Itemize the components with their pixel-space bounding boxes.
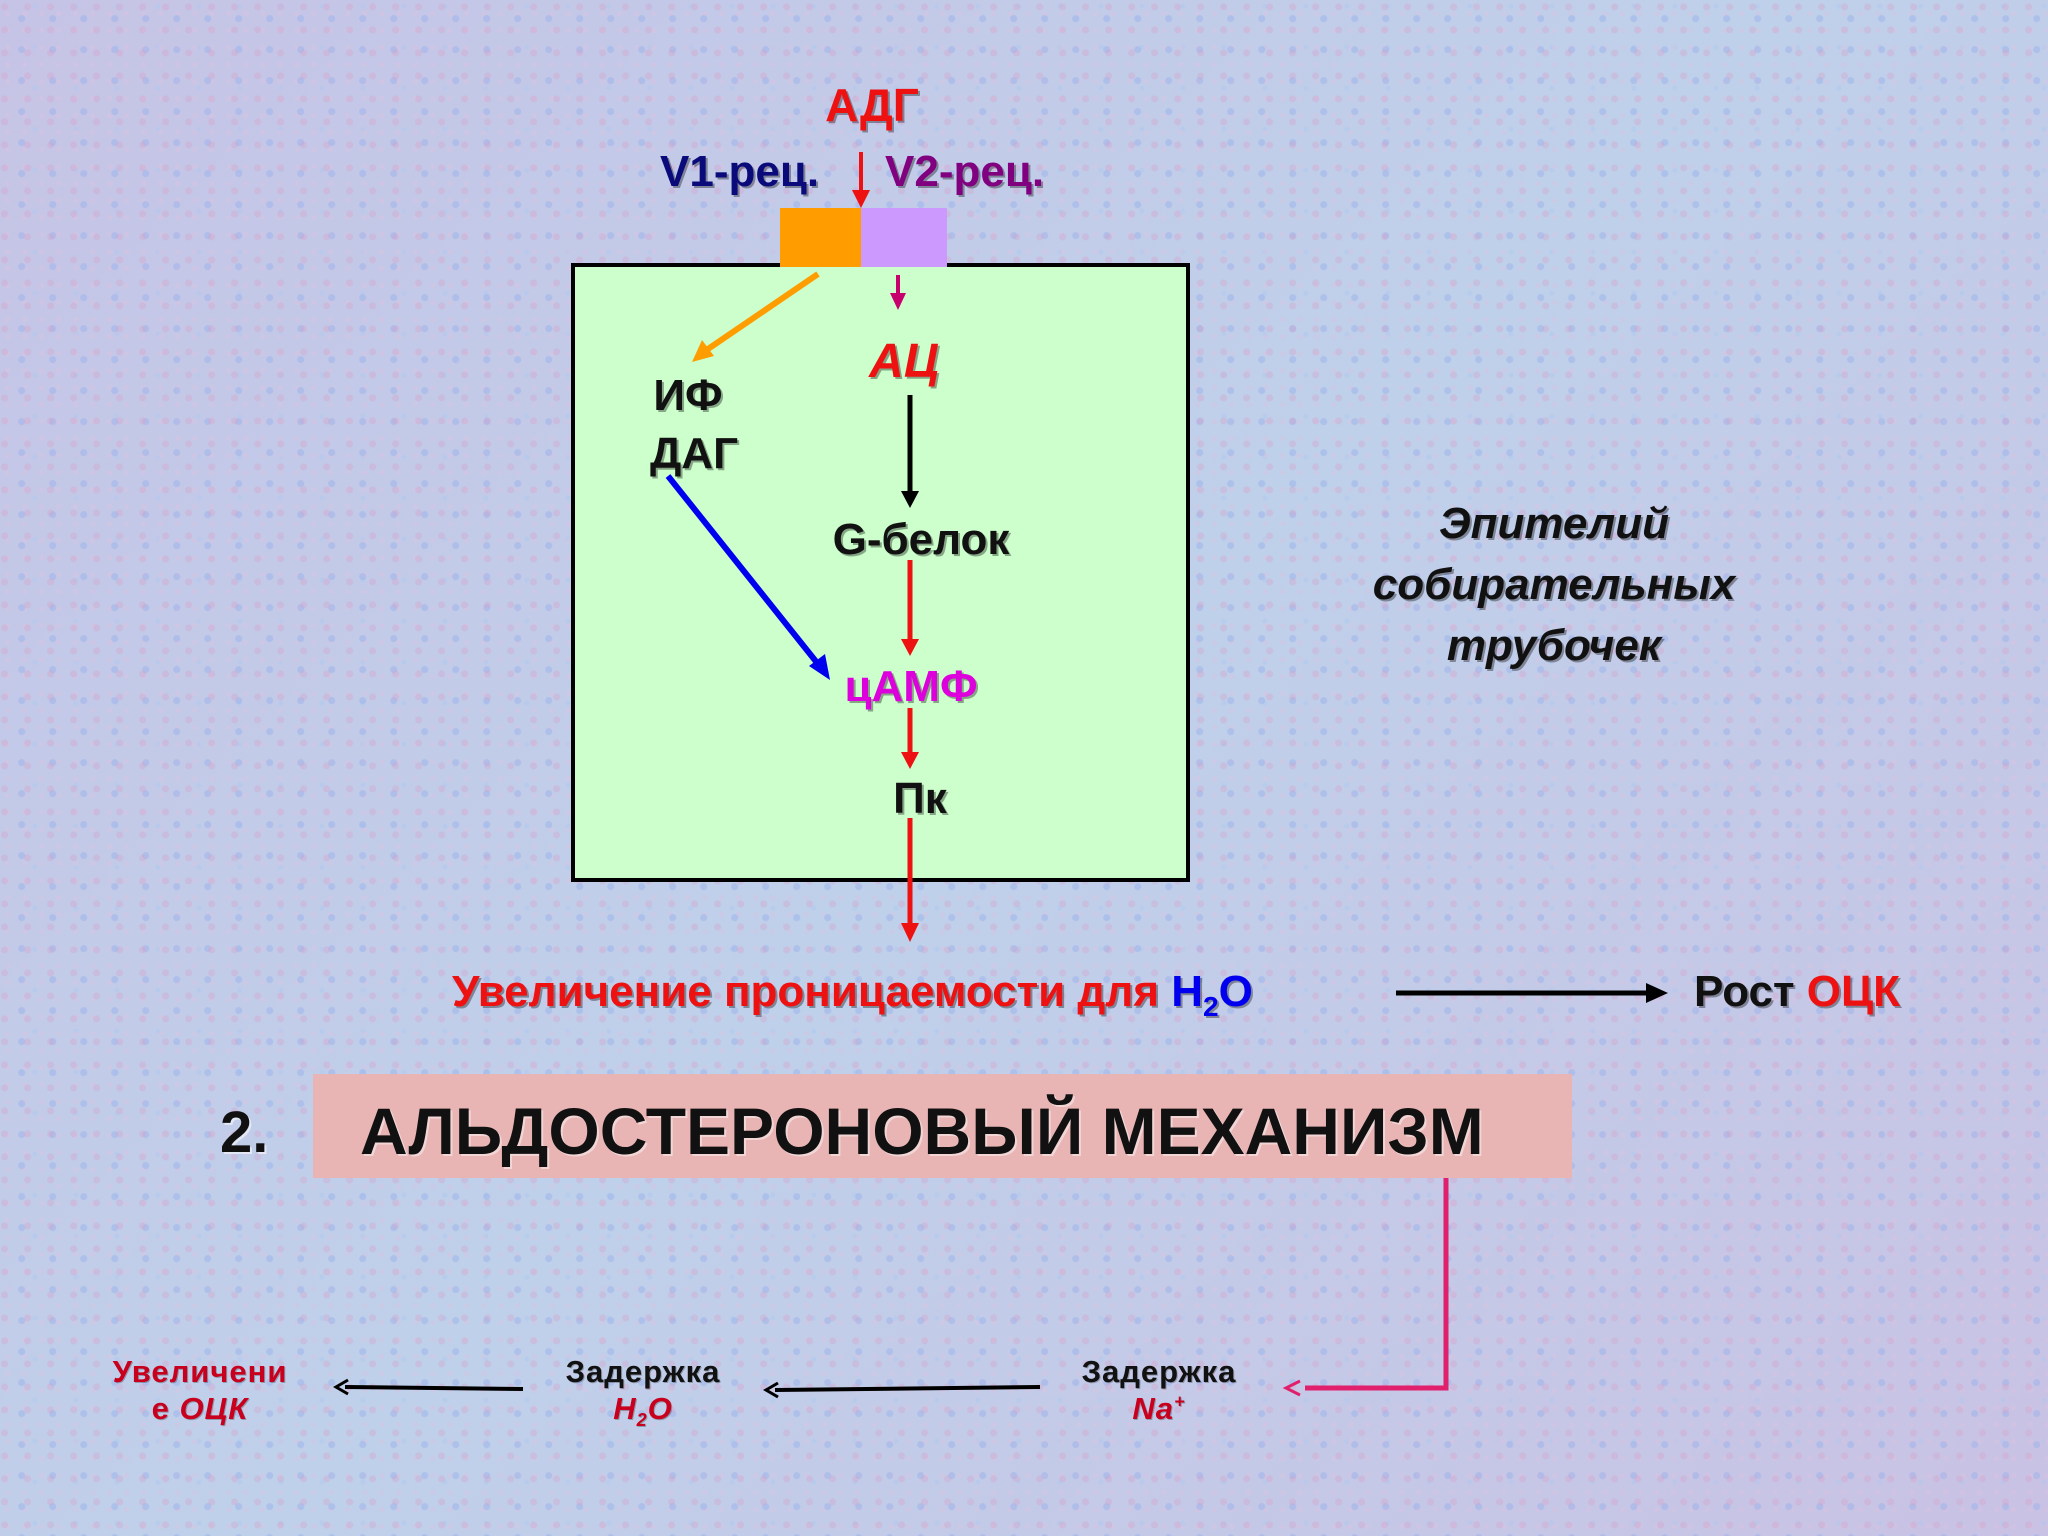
dag-to-camp-blue-arrow	[665, 474, 830, 680]
aldosterone-connector-line	[1282, 1178, 1449, 1397]
hormone-label: АДГ	[825, 79, 919, 131]
na-ion: Na+	[1132, 1391, 1186, 1427]
v2-receptor-block	[861, 208, 947, 267]
gprotein-to-camp-arrow	[901, 560, 919, 656]
dag-label: ДАГ	[649, 429, 739, 478]
ac-label: АЦ	[869, 335, 939, 388]
ock-increase-line-2: е ОЦК	[151, 1391, 249, 1427]
epithelium-line-2: собирательных	[1372, 560, 1736, 609]
section-title-bar	[313, 1074, 1572, 1178]
permeability-to-ock-arrow	[1396, 983, 1668, 1003]
adh-arrow	[852, 152, 870, 208]
if-label: ИФ	[653, 371, 723, 420]
ock-growth-statement: Рост ОЦК	[1694, 970, 1900, 1014]
water-retention-node: Задержка H2O	[566, 1353, 721, 1432]
epithelium-line-1: Эпителий	[1438, 499, 1670, 548]
v2-receptor-label: V2-рец.	[885, 147, 1045, 196]
na-retention-node: Задержка Na+	[1082, 1353, 1237, 1427]
ac-to-gprotein-arrow	[901, 395, 919, 508]
cell-box	[571, 263, 1190, 882]
section-number: 2.	[220, 1100, 269, 1165]
water-o: O	[1218, 967, 1253, 1016]
epithelium-line-3: трубочек	[1446, 621, 1662, 670]
na-charge: +	[1174, 1391, 1186, 1412]
pk-label: Пк	[893, 774, 947, 823]
ock-increase-line-1: Увеличени	[112, 1354, 288, 1389]
section-title: АЛЬДОСТЕРОНОВЫЙ МЕХАНИЗМ	[360, 1094, 1484, 1168]
water-to-increase-arrow	[333, 1378, 524, 1396]
v1-orange-arrow	[692, 271, 820, 362]
g-protein-label: G-белок	[832, 515, 1010, 564]
camp-to-pk-arrow	[901, 708, 919, 769]
camp-label: цАМФ	[844, 662, 978, 711]
water-molecule: H2O	[613, 1391, 673, 1431]
water-h: H	[1171, 967, 1203, 1016]
v1-receptor-label: V1-рец.	[660, 147, 820, 196]
water-molecule-subscript: 2	[636, 1410, 648, 1431]
na-retention-label: Задержка	[1081, 1354, 1237, 1389]
pk-to-permeability-arrow	[901, 818, 919, 942]
ock-text: ОЦК	[1806, 967, 1901, 1016]
v2-magenta-arrow	[890, 275, 906, 310]
ock-increase-node: Увеличени е ОЦК	[113, 1353, 288, 1427]
v1-receptor-block	[780, 208, 861, 267]
rost-text: Рост	[1694, 967, 1807, 1016]
permeability-statement: Увеличение проницаемости для H2O	[452, 970, 1253, 1021]
na-to-water-arrow	[763, 1381, 1041, 1399]
water-subscript: 2	[1203, 990, 1219, 1022]
water-retention-label: Задержка	[565, 1354, 721, 1389]
permeability-text: Увеличение проницаемости для	[452, 967, 1172, 1016]
